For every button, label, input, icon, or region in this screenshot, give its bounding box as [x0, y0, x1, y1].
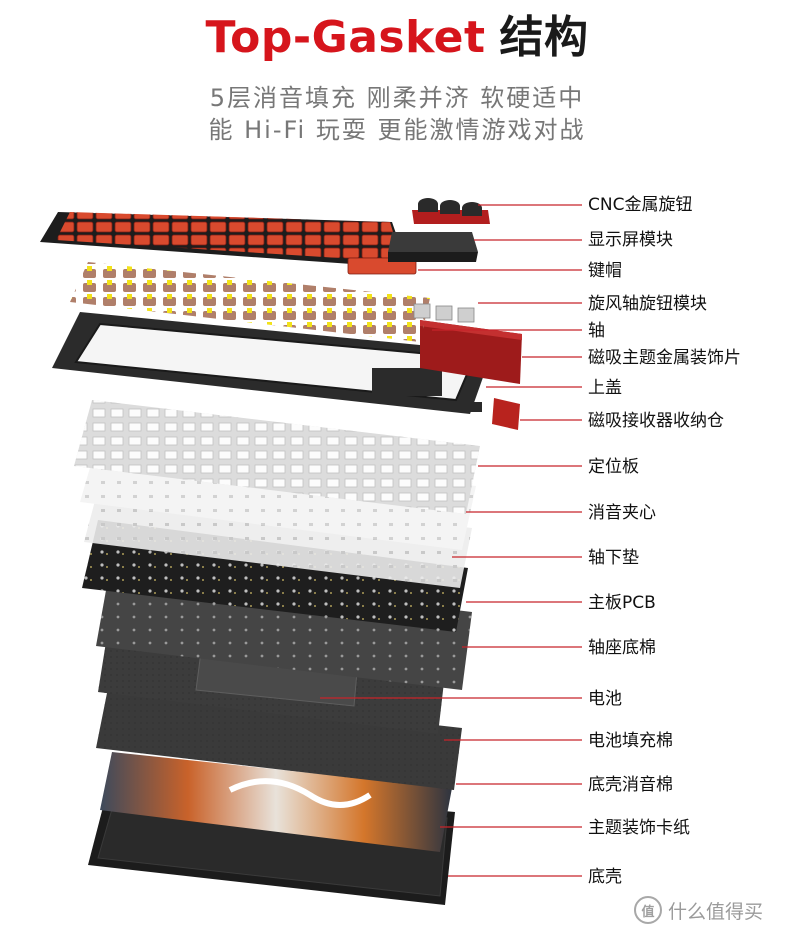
page-title: Top-Gasket 结构 — [0, 10, 794, 66]
knob-module-shape — [413, 303, 475, 323]
keycaps-shape — [40, 212, 417, 275]
plate-shape — [74, 400, 480, 514]
title-english: Top-Gasket — [205, 12, 486, 63]
top-case-shape — [52, 312, 492, 414]
title-chinese: 结构 — [499, 12, 589, 63]
leader-lines — [320, 204, 582, 877]
screen-shape — [388, 232, 478, 262]
receiver-bay-shape — [470, 398, 520, 430]
watermark: 值 什么值得买 — [634, 896, 763, 924]
bottom-foam-shape — [96, 688, 462, 790]
art-card-shape — [100, 752, 452, 852]
knob-shape — [412, 198, 490, 224]
watermark-logo-icon: 值 — [634, 896, 662, 924]
subtitle-line-2: 能 Hi-Fi 玩耍 更能激情游戏对战 — [208, 116, 586, 144]
switches-shape — [70, 262, 430, 342]
subtitle-line-1: 5层消音填充 刚柔并济 软硬适中 — [209, 84, 585, 112]
watermark-text: 什么值得买 — [668, 900, 764, 923]
